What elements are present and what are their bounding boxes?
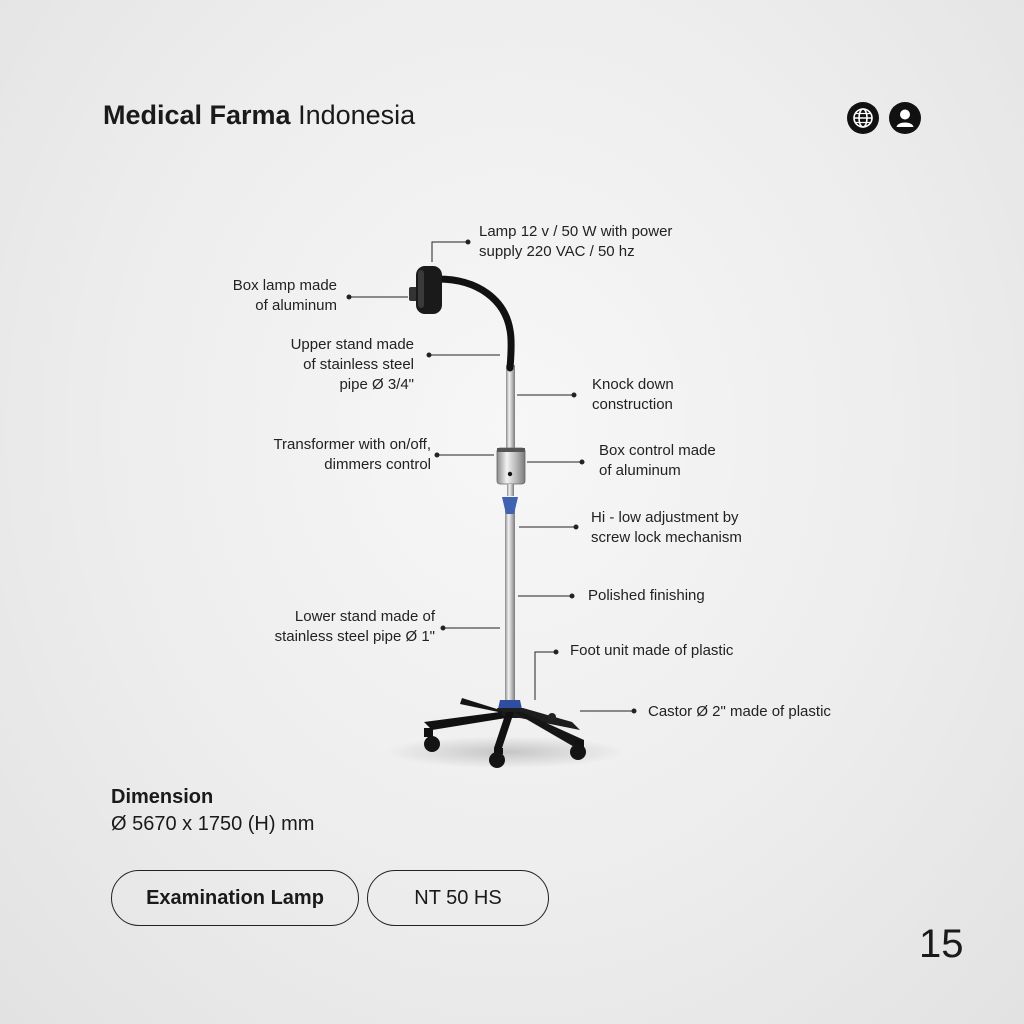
product-type-tag: Examination Lamp [111,870,359,926]
brand-regular: Indonesia [298,100,416,130]
foot-hub [498,700,522,709]
callout-hi-low-line2: screw lock mechanism [591,529,742,546]
callout-transformer-line2: dimmers control [324,456,431,473]
callout-lower-stand-line1: Lower stand made of [294,608,435,625]
floor-shadow [385,736,625,768]
control-box [496,447,526,485]
gooseneck-arm [434,275,515,372]
model-tag: NT 50 HS [367,870,549,926]
callout-lamp: Lamp 12 v / 50 W with power supply 220 V… [479,222,672,262]
header-icons [847,102,921,134]
callout-polished-line1: Polished finishing [588,587,705,604]
base-leg [424,712,506,730]
castor-wheel [570,744,586,760]
base-leg [514,712,584,748]
callout-hi-low-line1: Hi - low adjustment by [591,509,739,526]
callout-transformer-line1: Transformer with on/off, [273,436,431,453]
user-icon[interactable] [889,102,921,134]
callout-foot-unit: Foot unit made of plastic [570,641,733,661]
callout-castor: Castor Ø 2" made of plastic [648,702,831,722]
callout-foot-unit-line1: Foot unit made of plastic [570,642,734,659]
leader-foot-unit [534,651,556,700]
dimension-title: Dimension [111,786,214,808]
callout-lamp-line1: Lamp 12 v / 50 W with power [479,223,673,240]
callout-lamp-line2: supply 220 VAC / 50 hz [479,243,635,260]
callout-upper-stand-line2: of stainless steel [303,356,414,373]
base-leg [460,698,508,714]
brand-title: Medical Farma Indonesia [103,100,415,131]
base-leg [494,712,514,748]
lower-stand-pipe [505,510,515,708]
callout-lower-stand-line2: stainless steel pipe Ø 1" [274,628,435,645]
callout-box-control-line2: of aluminum [599,462,681,479]
callout-upper-stand: Upper stand made of stainless steel pipe Ø… [291,335,414,395]
dimension-value: Ø 5670 x 1750 (H) mm [111,813,315,835]
castor-wheel [424,736,440,752]
upper-stand-pipe [506,365,515,450]
callout-polished: Polished finishing [588,586,705,606]
callout-box-lamp: Box lamp made of aluminum [233,276,337,316]
page-number: 15 [919,922,964,966]
castor-wheel [489,752,505,768]
callout-box-control-line1: Box control made [599,442,716,459]
callout-castor-line1: Castor Ø 2" made of plastic [648,703,831,720]
callout-hi-low: Hi - low adjustment by screw lock mechani… [591,508,742,548]
brand-bold: Medical Farma [103,100,291,130]
callout-upper-stand-line3: pipe Ø 3/4" [339,376,414,393]
callout-box-lamp-line2: of aluminum [255,297,337,314]
callout-knock-down-line1: Knock down [592,376,674,393]
lamp-bracket [409,287,418,301]
callout-knock-down-line2: construction [592,396,673,413]
adjustment-knob [502,497,518,514]
callout-transformer: Transformer with on/off, dimmers control [273,435,431,475]
callout-knock-down: Knock down construction [592,375,674,415]
callout-upper-stand-line1: Upper stand made [290,336,414,353]
globe-icon[interactable] [847,102,879,134]
leader-lamp [431,241,468,262]
callout-lower-stand: Lower stand made of stainless steel pipe … [275,607,435,647]
callout-box-lamp-line1: Box lamp made [232,277,337,294]
callout-box-control: Box control made of aluminum [599,441,716,481]
